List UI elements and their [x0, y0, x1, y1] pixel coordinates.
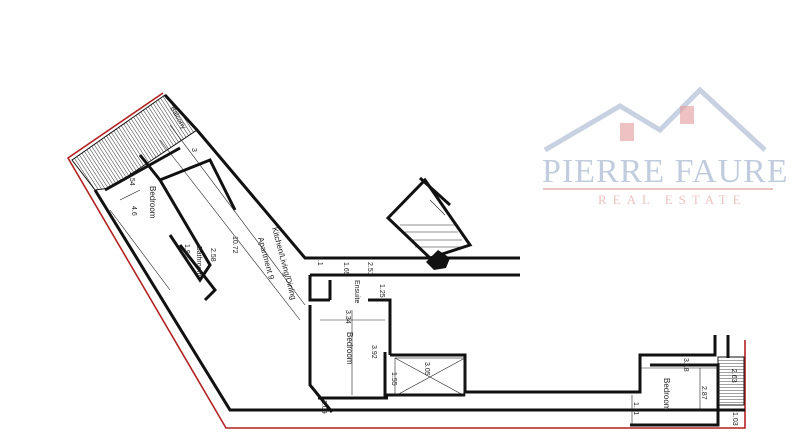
dim-balcony-right-d: 1.03 [731, 412, 738, 426]
dim-kitchen-l: 10.72 [231, 236, 238, 254]
balcony-right-hatch [717, 356, 745, 406]
dim-bedroom-center-l: 3.92 [370, 345, 377, 359]
dim-corridor-l: 1.65 [342, 262, 349, 276]
dim-corridor-w: 1.1 [316, 256, 323, 266]
dim-bedroom-right-l: 2.87 [700, 386, 707, 400]
walls [93, 93, 745, 427]
dim-bedroom-left-w: 2.54 [128, 172, 135, 186]
balcony-left-hatch [71, 94, 198, 191]
watermark-subtitle: REAL ESTATE [598, 192, 747, 207]
staircase [400, 199, 466, 248]
dim-bathroom-w: 2.58 [209, 248, 216, 262]
entrance-arrow-icon [426, 250, 450, 270]
dim-ensuite-l: 1.25 [378, 284, 385, 298]
dim-ensuite-w: 2.51 [366, 262, 373, 276]
shaft-void [394, 357, 466, 397]
bathroom-label: Bathroom [195, 246, 202, 277]
kitchen-label: Kitchen/Living/Dining [270, 226, 298, 301]
dim-bedroom-right-d: 1.11 [632, 402, 639, 415]
bedroom-right-label: Bedroom [662, 378, 671, 411]
ensuite-label: Ensuite [353, 280, 360, 303]
property-boundary [66, 92, 746, 429]
bedroom-center-label: Bedroom [345, 332, 354, 365]
apartment-label: Apartment 9 [256, 236, 276, 281]
dim-balcony-depth: 3 [190, 148, 197, 152]
dimension-lines [109, 124, 718, 425]
watermark-brand: PIERRE FAURE [542, 153, 789, 190]
dim-front-depth: 1.09 [320, 400, 327, 414]
dim-shaft-w: 3.05 [423, 362, 430, 376]
dim-bathroom-l: 1.96 [183, 244, 190, 258]
dim-bedroom-left-l: 4.6 [130, 206, 137, 216]
dim-balcony-right-w: 2.63 [730, 369, 737, 383]
dim-bedroom-right-w: 3.18 [682, 358, 689, 372]
dim-bedroom-center-w: 3.34 [344, 310, 351, 324]
dim-shaft-l: 1.55 [390, 372, 397, 386]
watermark-logo: PIERRE FAURE REAL ESTATE [542, 86, 789, 207]
bedroom-left-label: Bedroom [148, 186, 157, 219]
